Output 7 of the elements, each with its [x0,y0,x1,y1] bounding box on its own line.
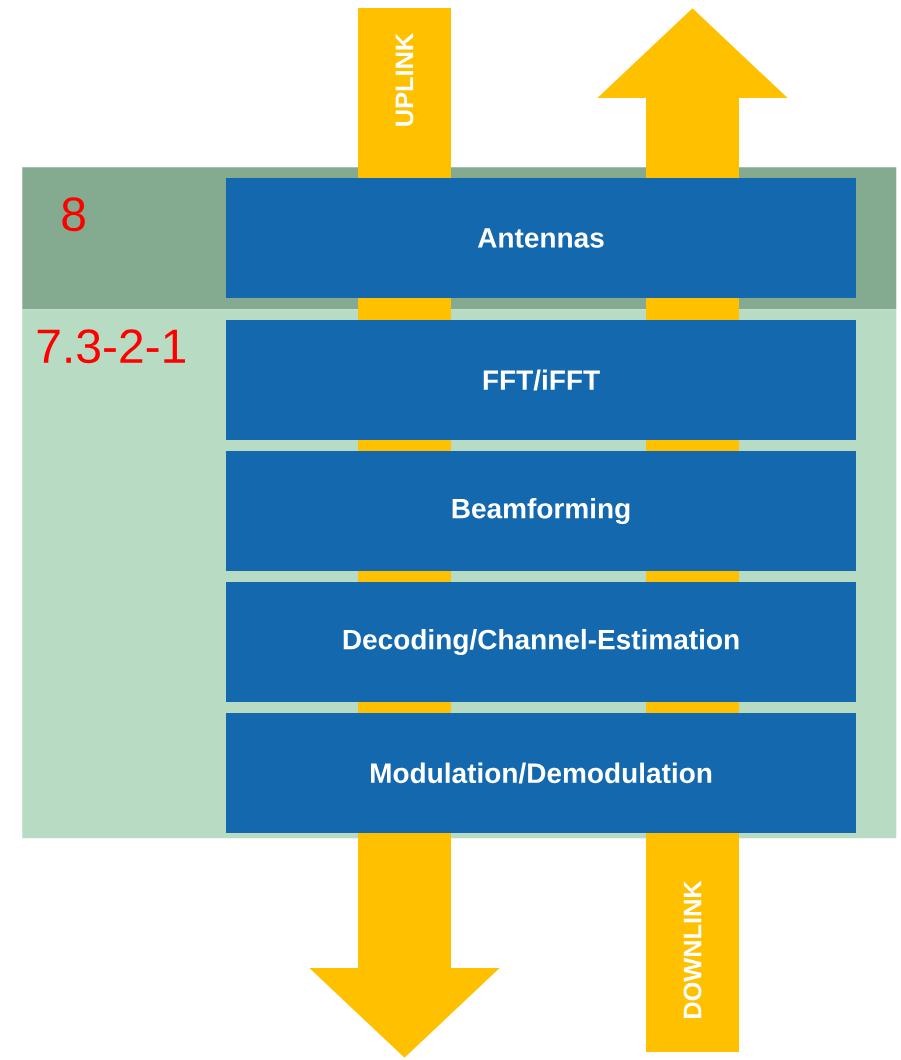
arrow-label: DOWNLINK [683,880,702,1018]
process-box: FFT/iFFT [226,320,856,440]
arrow-label: UPLINK [395,33,414,126]
process-box: Decoding/Channel-Estimation [226,582,856,702]
process-box: Antennas [226,178,856,298]
process-box: Beamforming [226,451,856,571]
process-box: Modulation/Demodulation [226,713,856,833]
